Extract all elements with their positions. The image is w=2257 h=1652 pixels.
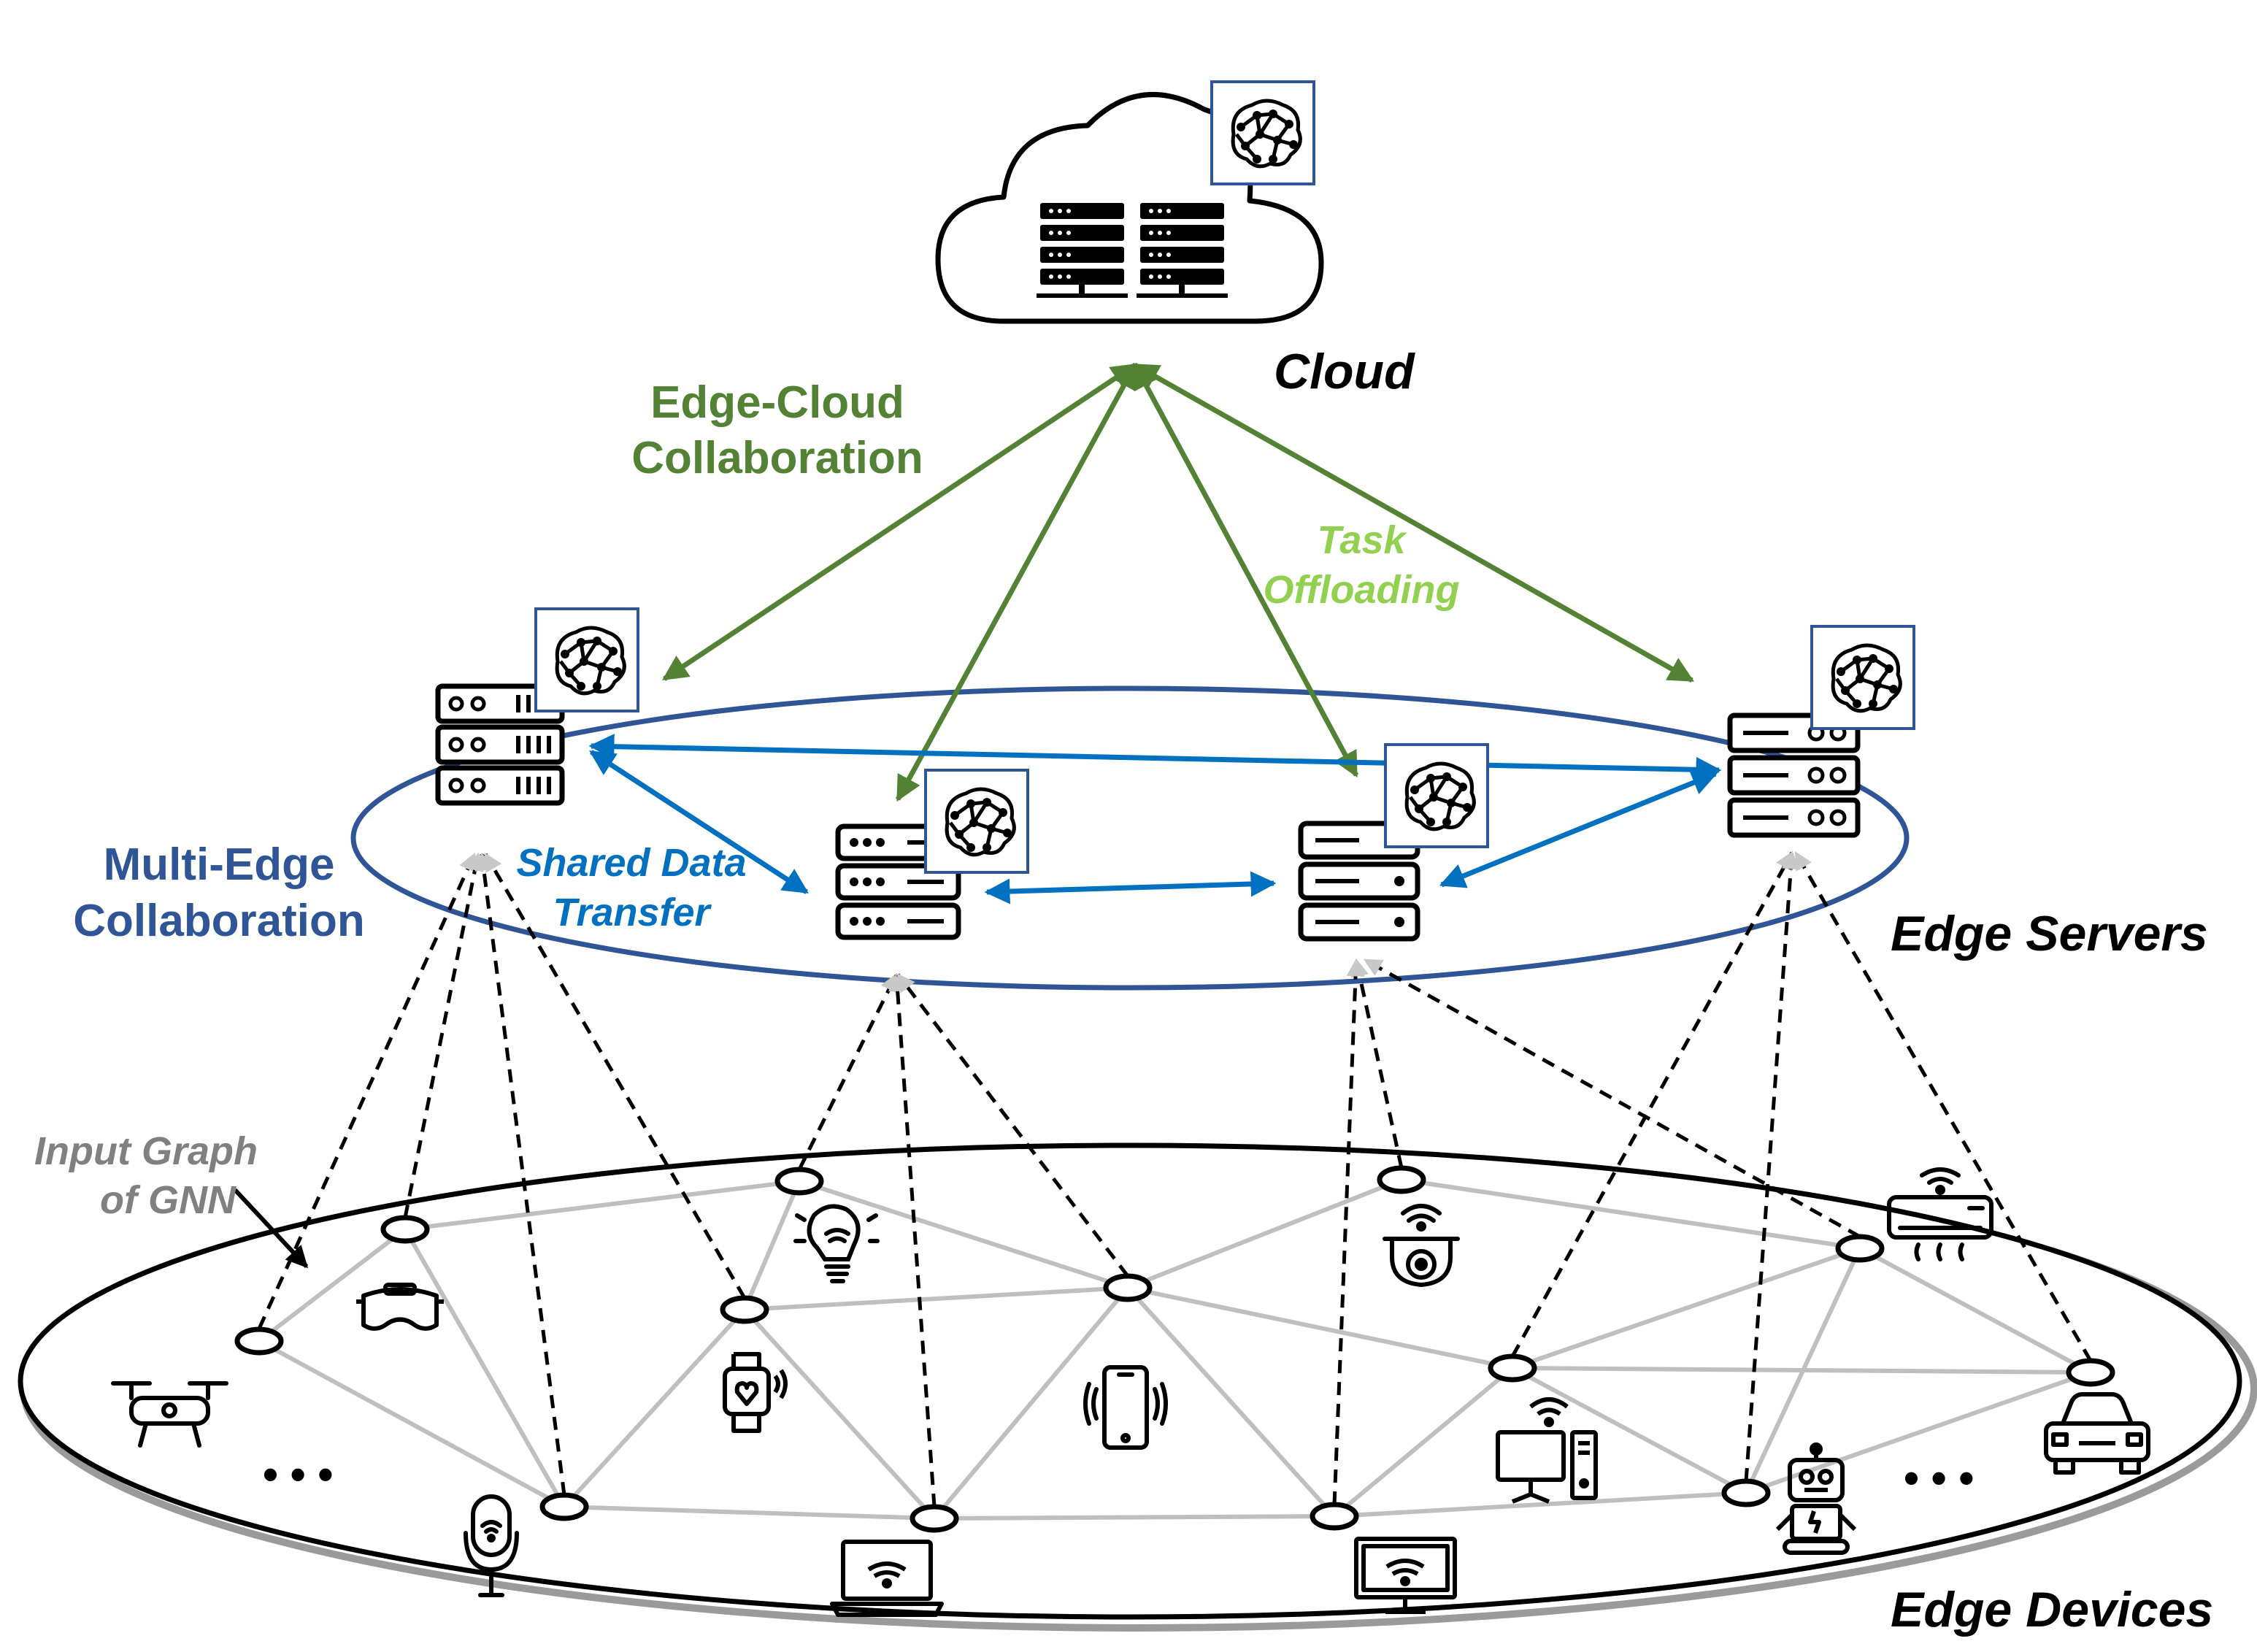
multi-edge-label-line2: Collaboration <box>73 896 365 946</box>
graph-node <box>1312 1505 1356 1528</box>
graph-node <box>383 1218 427 1241</box>
input-graph-pointer <box>233 1188 309 1269</box>
gnn-brain-icon <box>536 609 638 711</box>
edge-cloud-label-line1: Edge-Cloud <box>650 377 904 428</box>
graph-node <box>1838 1237 1882 1260</box>
security-camera-icon <box>1383 1204 1460 1288</box>
edge-servers-label: Edge Servers <box>1891 906 2208 961</box>
air-conditioner-icon <box>1887 1167 1993 1261</box>
graph-node <box>237 1329 281 1353</box>
graph-node <box>2069 1361 2112 1384</box>
edge-servers-plane <box>350 685 1910 991</box>
graph-node <box>1380 1168 1423 1191</box>
car-icon <box>2044 1392 2150 1475</box>
cloud-server-right <box>1137 203 1228 298</box>
graph-node <box>912 1507 956 1530</box>
ellipsis-right: • • • <box>1904 1453 1974 1502</box>
cloud-server-left <box>1037 203 1128 298</box>
graph-node <box>777 1169 821 1193</box>
drone-icon <box>111 1381 228 1448</box>
device-server-links <box>257 850 2093 1507</box>
task-offloading-label-line2: Offloading <box>1264 568 1460 612</box>
graph-node <box>542 1495 586 1518</box>
smart-bulb-icon <box>793 1204 880 1283</box>
multi-edge-arrows <box>588 734 1722 904</box>
cloud-label: Cloud <box>1274 344 1415 399</box>
smartphone-icon <box>1083 1365 1168 1450</box>
laptop-icon <box>830 1540 944 1617</box>
smartwatch-icon <box>723 1352 788 1433</box>
gnn-brain-icon <box>1812 626 1914 729</box>
gnn-brain-icon <box>1212 82 1314 184</box>
edge-devices-label: Edge Devices <box>1891 1582 2213 1637</box>
graph-node <box>723 1298 766 1321</box>
edge-devices-plane <box>18 1142 2242 1620</box>
graph-node <box>1491 1356 1534 1380</box>
task-offloading-label-line1: Task <box>1317 518 1407 562</box>
gnn-brain-icon <box>1385 745 1488 847</box>
vr-headset-icon <box>356 1283 444 1331</box>
multi-edge-label-line1: Multi-Edge <box>104 840 335 890</box>
desktop-pc-icon <box>1496 1397 1598 1504</box>
input-graph-label-line2: of GNN <box>100 1178 237 1222</box>
robot-icon <box>1775 1442 1857 1555</box>
server-rack-icon <box>1730 715 1858 835</box>
gnn-brain-icon <box>926 770 1028 872</box>
edge-cloud-arrows <box>662 362 1695 802</box>
input-graph-label-line1: Input Graph <box>34 1129 258 1173</box>
shared-data-label-line2: Transfer <box>553 891 712 934</box>
shared-data-label-line1: Shared Data <box>516 841 746 885</box>
microphone-icon <box>464 1494 519 1597</box>
smart-tv-icon <box>1354 1537 1457 1614</box>
ellipsis-left: • • • <box>263 1450 333 1499</box>
graph-node <box>1724 1481 1768 1505</box>
graph-node <box>1106 1276 1150 1299</box>
edge-cloud-label-line2: Collaboration <box>631 433 923 483</box>
